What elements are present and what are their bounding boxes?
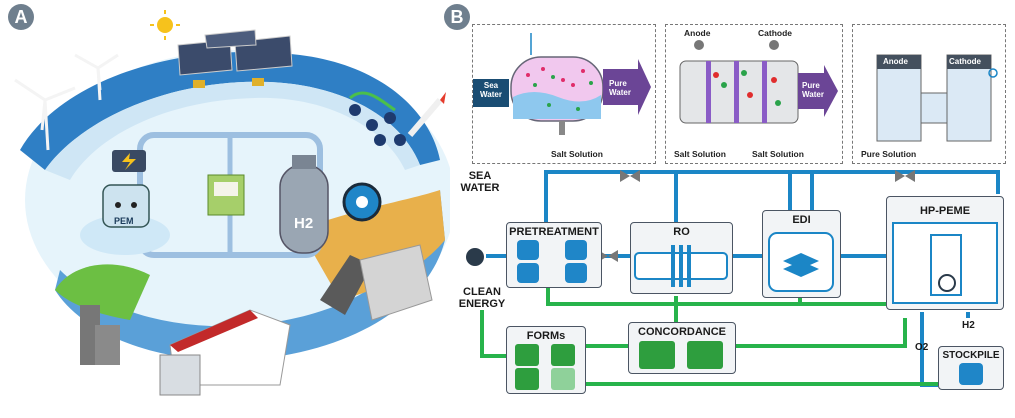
ro-inset-drawing: [473, 33, 651, 135]
gas-cylinder-icon: [959, 363, 983, 385]
sun-rays: [150, 10, 180, 40]
upper-wave-foam: [45, 81, 420, 180]
concordance-title: CONCORDANCE: [638, 326, 726, 338]
water-drop-icon: [517, 263, 539, 283]
wind-turbine-icon: [14, 53, 119, 151]
rocket-icon: [407, 92, 446, 137]
panel-a-badge: A: [8, 4, 34, 30]
peme-cathode-label: Cathode: [949, 57, 981, 66]
road-icon: [320, 255, 372, 315]
solar-panel-icon: [177, 29, 293, 88]
solar-panel-energy-icon: [551, 344, 575, 366]
pretreatment-title: PRETREATMENT: [509, 226, 599, 238]
edi-output-label: Pure Water: [802, 81, 824, 99]
molecule-icon: [349, 91, 406, 146]
factory-icon: [159, 309, 291, 396]
hp-peme-title: HP-PEME: [919, 205, 971, 217]
ro-inset-salt-label: Salt Solution: [551, 149, 603, 159]
filter-cartridge-icon: [517, 240, 539, 260]
hydrogen-energy-icon: [551, 368, 575, 390]
gas-station-icon: [80, 305, 120, 365]
h2-tank-label: H2: [294, 215, 313, 232]
upper-sea-band: [20, 51, 440, 170]
hp-peme-box: HP-PEME: [886, 196, 1004, 310]
edi-inset: Anode Cathode Pure Water Salt Solution S…: [665, 24, 843, 164]
peme-input-label: Pure Solution: [861, 149, 917, 159]
funnel-icon: [565, 240, 587, 260]
edi-inset-drawing: [679, 40, 838, 124]
hp-peme-electrolyzer-icon: [892, 222, 998, 304]
chemical-bottle-icon: [565, 263, 587, 283]
lower-sea-band: [55, 190, 445, 361]
sun-icon: [157, 17, 173, 33]
fan-icon: [342, 182, 382, 222]
hydrogen-tank-icon: [279, 155, 329, 254]
pem-label: PEM: [114, 216, 134, 226]
pem-robot-icon: [80, 184, 170, 255]
pump-icon: [466, 248, 484, 266]
edi-salt-left-label: Salt Solution: [674, 149, 726, 159]
factory-energy-icon: [515, 368, 539, 390]
panel-a-illustration: PEM H2: [14, 10, 450, 396]
h2-output-label: H2: [962, 320, 975, 331]
peme-anode-label: Anode: [883, 57, 908, 66]
edi-anode-label: Anode: [684, 28, 711, 38]
building-icon: [359, 244, 433, 321]
edi-title: EDI: [792, 214, 811, 226]
stockpile-title: STOCKPILE: [942, 350, 1000, 361]
ro-inset-output-label: Pure Water: [609, 79, 631, 97]
ro-inset-input-label: Sea Water: [480, 81, 502, 99]
ro-membrane-icon: [634, 245, 728, 287]
battery-icon: [112, 150, 146, 172]
pretreatment-box: PRETREATMENT: [506, 222, 602, 288]
ro-inset: Sea Water Pure Water Salt Solution: [472, 24, 656, 164]
forms-title: FORMs: [526, 330, 566, 342]
grass-band: [55, 264, 150, 320]
regulator-icon: [687, 341, 723, 369]
panel-b-badge: B: [444, 4, 470, 30]
edi-stack-icon: [768, 232, 834, 292]
meter-icon: [207, 174, 245, 216]
sea-water-label: SEA WATER: [460, 170, 500, 194]
concordance-box: CONCORDANCE: [628, 322, 736, 374]
o2-output-label: O2: [915, 342, 929, 353]
connector-icon: [639, 341, 675, 369]
forms-box: FORMs: [506, 326, 586, 394]
peme-inset-drawing: [876, 54, 998, 142]
ro-box: RO: [630, 222, 733, 294]
peme-inset: Anode Cathode Pure Solution: [852, 24, 1006, 164]
wind-turbine-energy-icon: [515, 344, 539, 366]
clean-energy-label: CLEAN ENERGY: [458, 286, 506, 310]
edi-cathode-label: Cathode: [758, 28, 792, 38]
desert-band: [300, 190, 445, 300]
edi-box: EDI: [762, 210, 841, 298]
ro-title: RO: [673, 226, 690, 238]
edi-salt-right-label: Salt Solution: [752, 149, 804, 159]
stockpile-box: STOCKPILE: [938, 346, 1004, 390]
